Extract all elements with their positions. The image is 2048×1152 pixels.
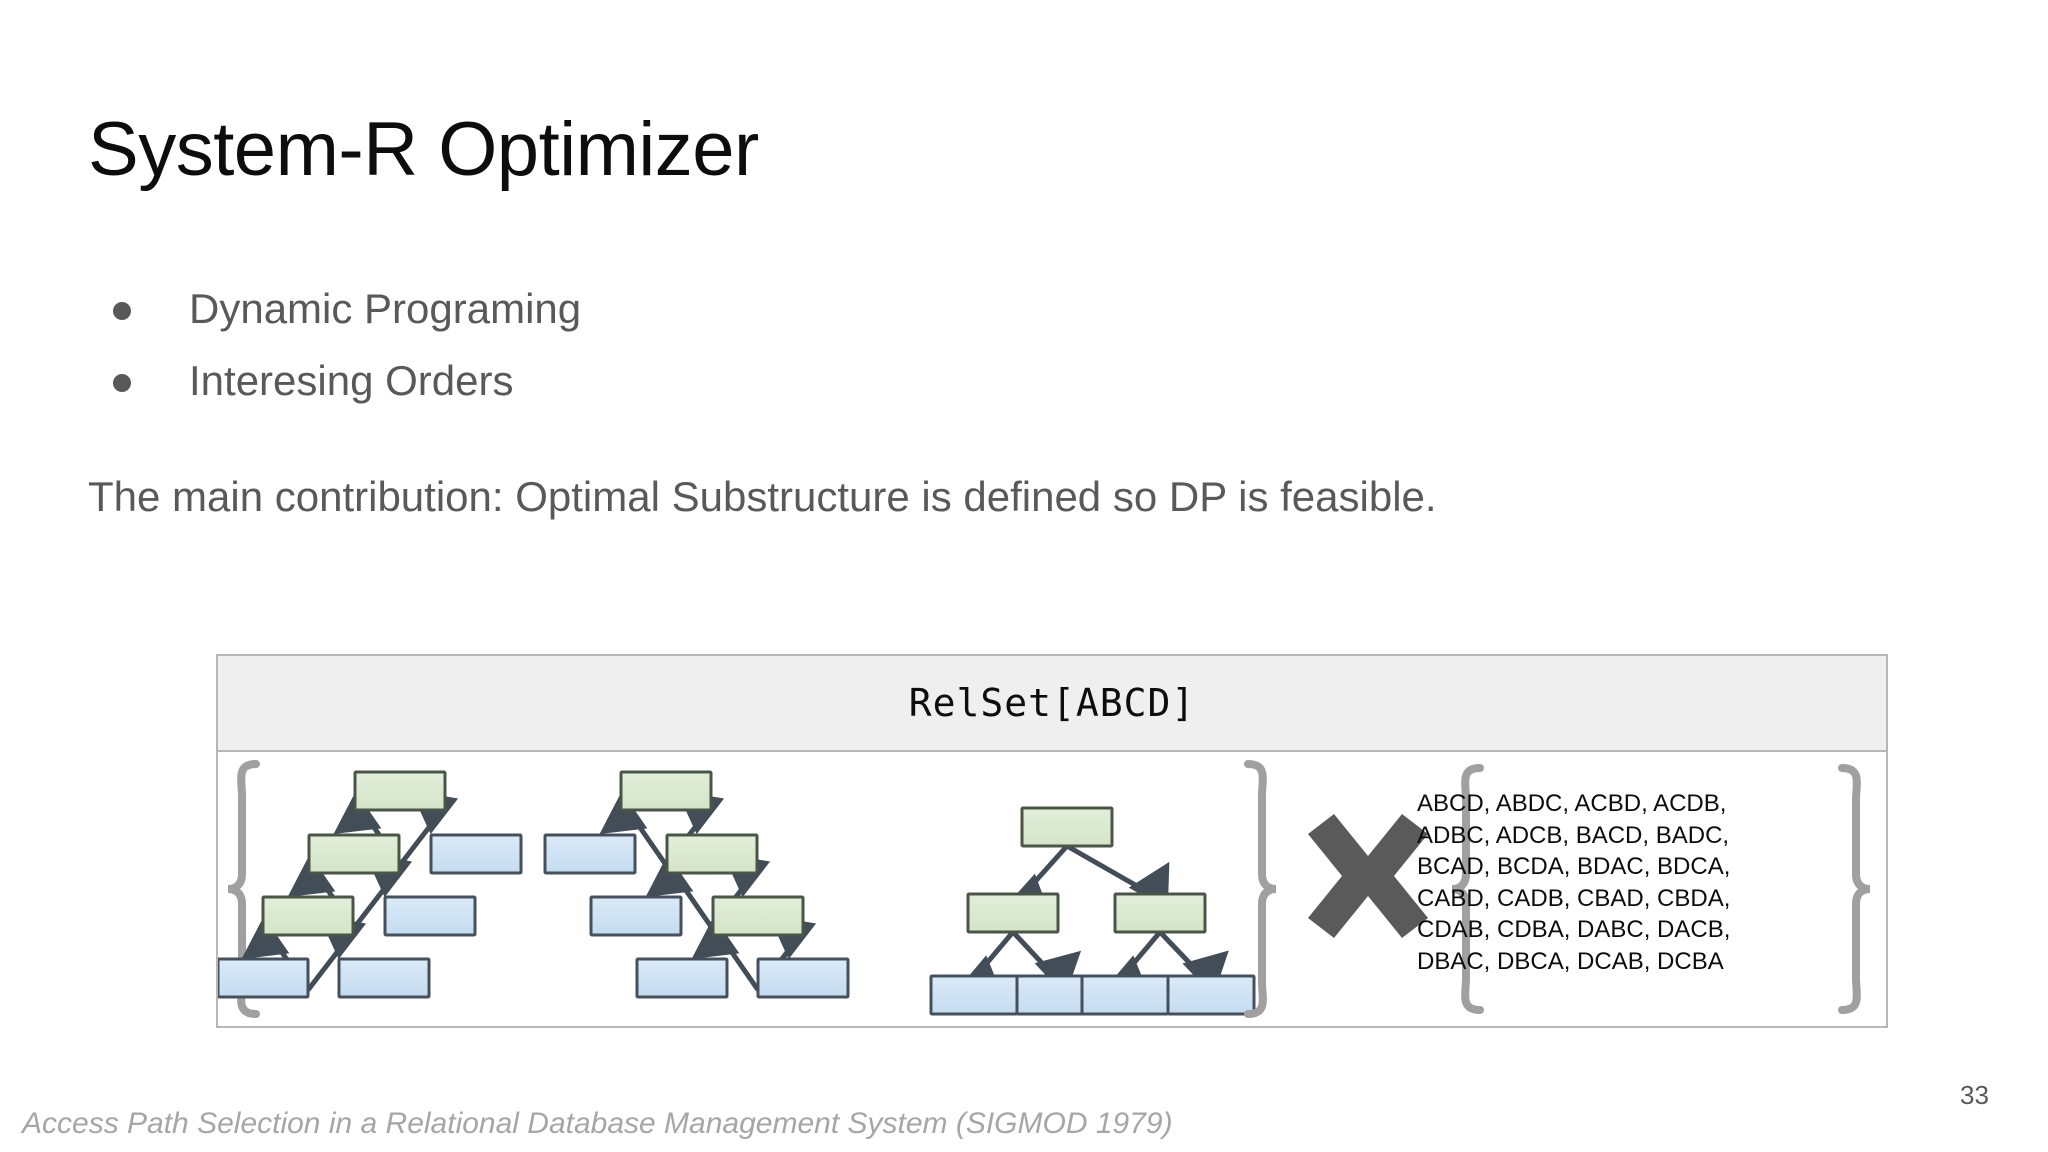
table-node (218, 957, 310, 999)
main-contribution-text: The main contribution: Optimal Substruct… (88, 473, 1437, 520)
cross-product-icon (1308, 814, 1428, 938)
join-node (966, 892, 1060, 934)
table-node (1166, 974, 1256, 1016)
list-item: Interesing Orders (88, 355, 1388, 427)
permutation-row: DBAC, DBCA, DCAB, DCBA (1417, 947, 1724, 975)
table-node (337, 957, 431, 999)
permutation-row: ADBC, ADCB, BACD, BADC, (1417, 821, 1730, 849)
left-deep-tree (218, 770, 523, 999)
relset-diagram-box: RelSet[ABCD] (216, 654, 1888, 1028)
relset-header-label: RelSet[ABCD] (908, 681, 1196, 725)
bushy-tree (929, 806, 1256, 1016)
join-trees-illustration (218, 760, 1871, 1018)
bullet-label: Dynamic Programing (189, 285, 582, 332)
join-node (261, 895, 355, 937)
bullet-dot-icon (113, 374, 131, 392)
permutation-row: CDAB, CDBA, DABC, DACB, (1417, 916, 1731, 943)
right-group-open-brace (1451, 764, 1484, 1014)
relset-header: RelSet[ABCD] (218, 656, 1886, 752)
join-node (1020, 806, 1114, 848)
table-node (589, 895, 683, 937)
permutation-row: CABD, CADB, CBAD, CBDA, (1417, 884, 1731, 912)
join-node (353, 770, 447, 812)
left-group-close-brace (1244, 760, 1277, 1018)
page-number: 33 (1960, 1080, 1989, 1110)
table-node (383, 895, 477, 937)
permutation-row: BCAD, BCDA, BDAC, BDCA, (1417, 853, 1731, 880)
table-node (429, 833, 523, 875)
right-group-close-brace (1838, 764, 1871, 1014)
join-node (307, 833, 401, 875)
table-node (635, 957, 729, 999)
permutation-row: ABCD, ABDC, ACBD, ACDB, (1417, 790, 1727, 817)
right-deep-tree (543, 770, 850, 999)
table-node (543, 833, 637, 875)
table-node (756, 957, 850, 999)
join-node (619, 770, 713, 812)
page-title: System-R Optimizer (88, 107, 759, 192)
relset-body: ABCD, ABDC, ACBD, ACDB, ADBC, ADCB, BACD… (218, 752, 1886, 1026)
table-node (929, 974, 1019, 1016)
bullet-label: Interesing Orders (189, 357, 514, 404)
join-node (665, 833, 759, 875)
table-node (1080, 974, 1170, 1016)
bullet-dot-icon (113, 302, 131, 320)
list-item: Dynamic Programing (88, 283, 1388, 355)
join-node (711, 895, 805, 937)
bullet-list: Dynamic Programing Interesing Orders (88, 283, 1388, 427)
permutation-list: ABCD, ABDC, ACBD, ACDB, ADBC, ADCB, BACD… (1417, 788, 1731, 977)
join-node (1113, 892, 1207, 934)
footer-citation: Access Path Selection in a Relational Da… (22, 1107, 1173, 1140)
